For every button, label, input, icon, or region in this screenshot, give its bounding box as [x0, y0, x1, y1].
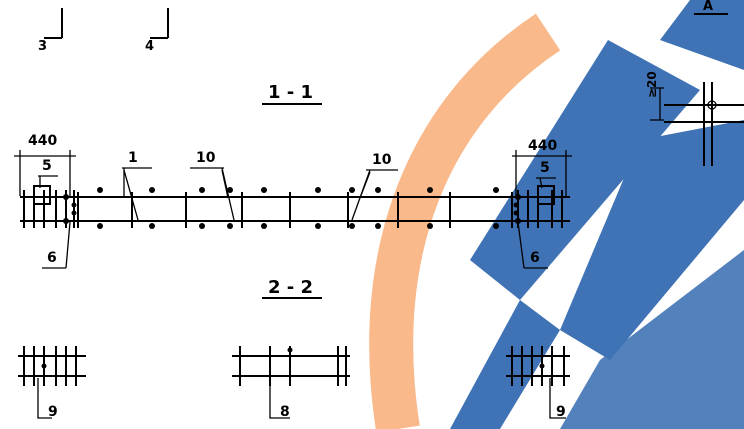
watermark-blue-shape-4: [660, 0, 744, 70]
svg-text:9: 9: [556, 404, 566, 420]
leader-1: 1: [122, 150, 152, 221]
watermark-blue-shape-2: [560, 120, 744, 360]
rebar-dots: [97, 187, 499, 229]
svg-text:6: 6: [47, 250, 57, 266]
watermark-blue-shape-3: [450, 300, 560, 429]
section-mark-3: 3: [38, 8, 63, 54]
svg-text:1 - 1: 1 - 1: [268, 82, 313, 103]
section-2-2-right: 9: [506, 346, 570, 420]
beam-section-1-1: [20, 185, 570, 229]
ties: [131, 192, 451, 228]
mark-3-label: 3: [38, 39, 47, 54]
plate-right: [537, 185, 555, 205]
svg-text:6: 6: [530, 250, 540, 266]
watermark-orange-arc: [369, 13, 561, 429]
dimension-right: 440: [512, 138, 572, 196]
section-title-2-2: 2 - 2: [262, 277, 322, 299]
mark-a-label: A: [703, 0, 713, 14]
leader-6-right: 6: [517, 221, 548, 269]
svg-text:5: 5: [540, 160, 550, 176]
dim-right-label: 440: [528, 138, 557, 154]
detail-a: ≥20: [645, 71, 744, 166]
leader-5-right: 5: [536, 160, 556, 189]
section-title-1-1: 1 - 1: [262, 82, 322, 105]
svg-text:9: 9: [48, 404, 58, 420]
plate-left: [33, 185, 51, 205]
watermark-blue-shape-1: [470, 40, 700, 300]
section-2-2-left: 9: [18, 346, 86, 420]
svg-text:10: 10: [196, 150, 216, 166]
leader-10-b: 10: [351, 152, 398, 221]
leader-10-a: 10: [190, 150, 235, 221]
watermark-blue-shape-5: [560, 250, 744, 429]
dim-vertical-label: ≥20: [645, 71, 659, 98]
svg-text:2 - 2: 2 - 2: [268, 277, 313, 298]
svg-text:10: 10: [372, 152, 392, 168]
svg-text:5: 5: [42, 158, 52, 174]
section-mark-4: 4: [145, 8, 169, 54]
leader-6-left: 6: [42, 221, 71, 269]
mark-4-label: 4: [145, 39, 154, 54]
section-2-2-middle: 8: [232, 346, 350, 420]
dimension-left: 440: [14, 133, 76, 196]
dim-left-label: 440: [28, 133, 57, 149]
svg-text:1: 1: [128, 150, 138, 166]
bolt-rows-left: [23, 190, 77, 228]
leader-5-left: 5: [38, 158, 58, 188]
svg-text:8: 8: [280, 404, 290, 420]
view-mark-a: A: [694, 0, 728, 15]
watermark-logo: [369, 0, 744, 429]
